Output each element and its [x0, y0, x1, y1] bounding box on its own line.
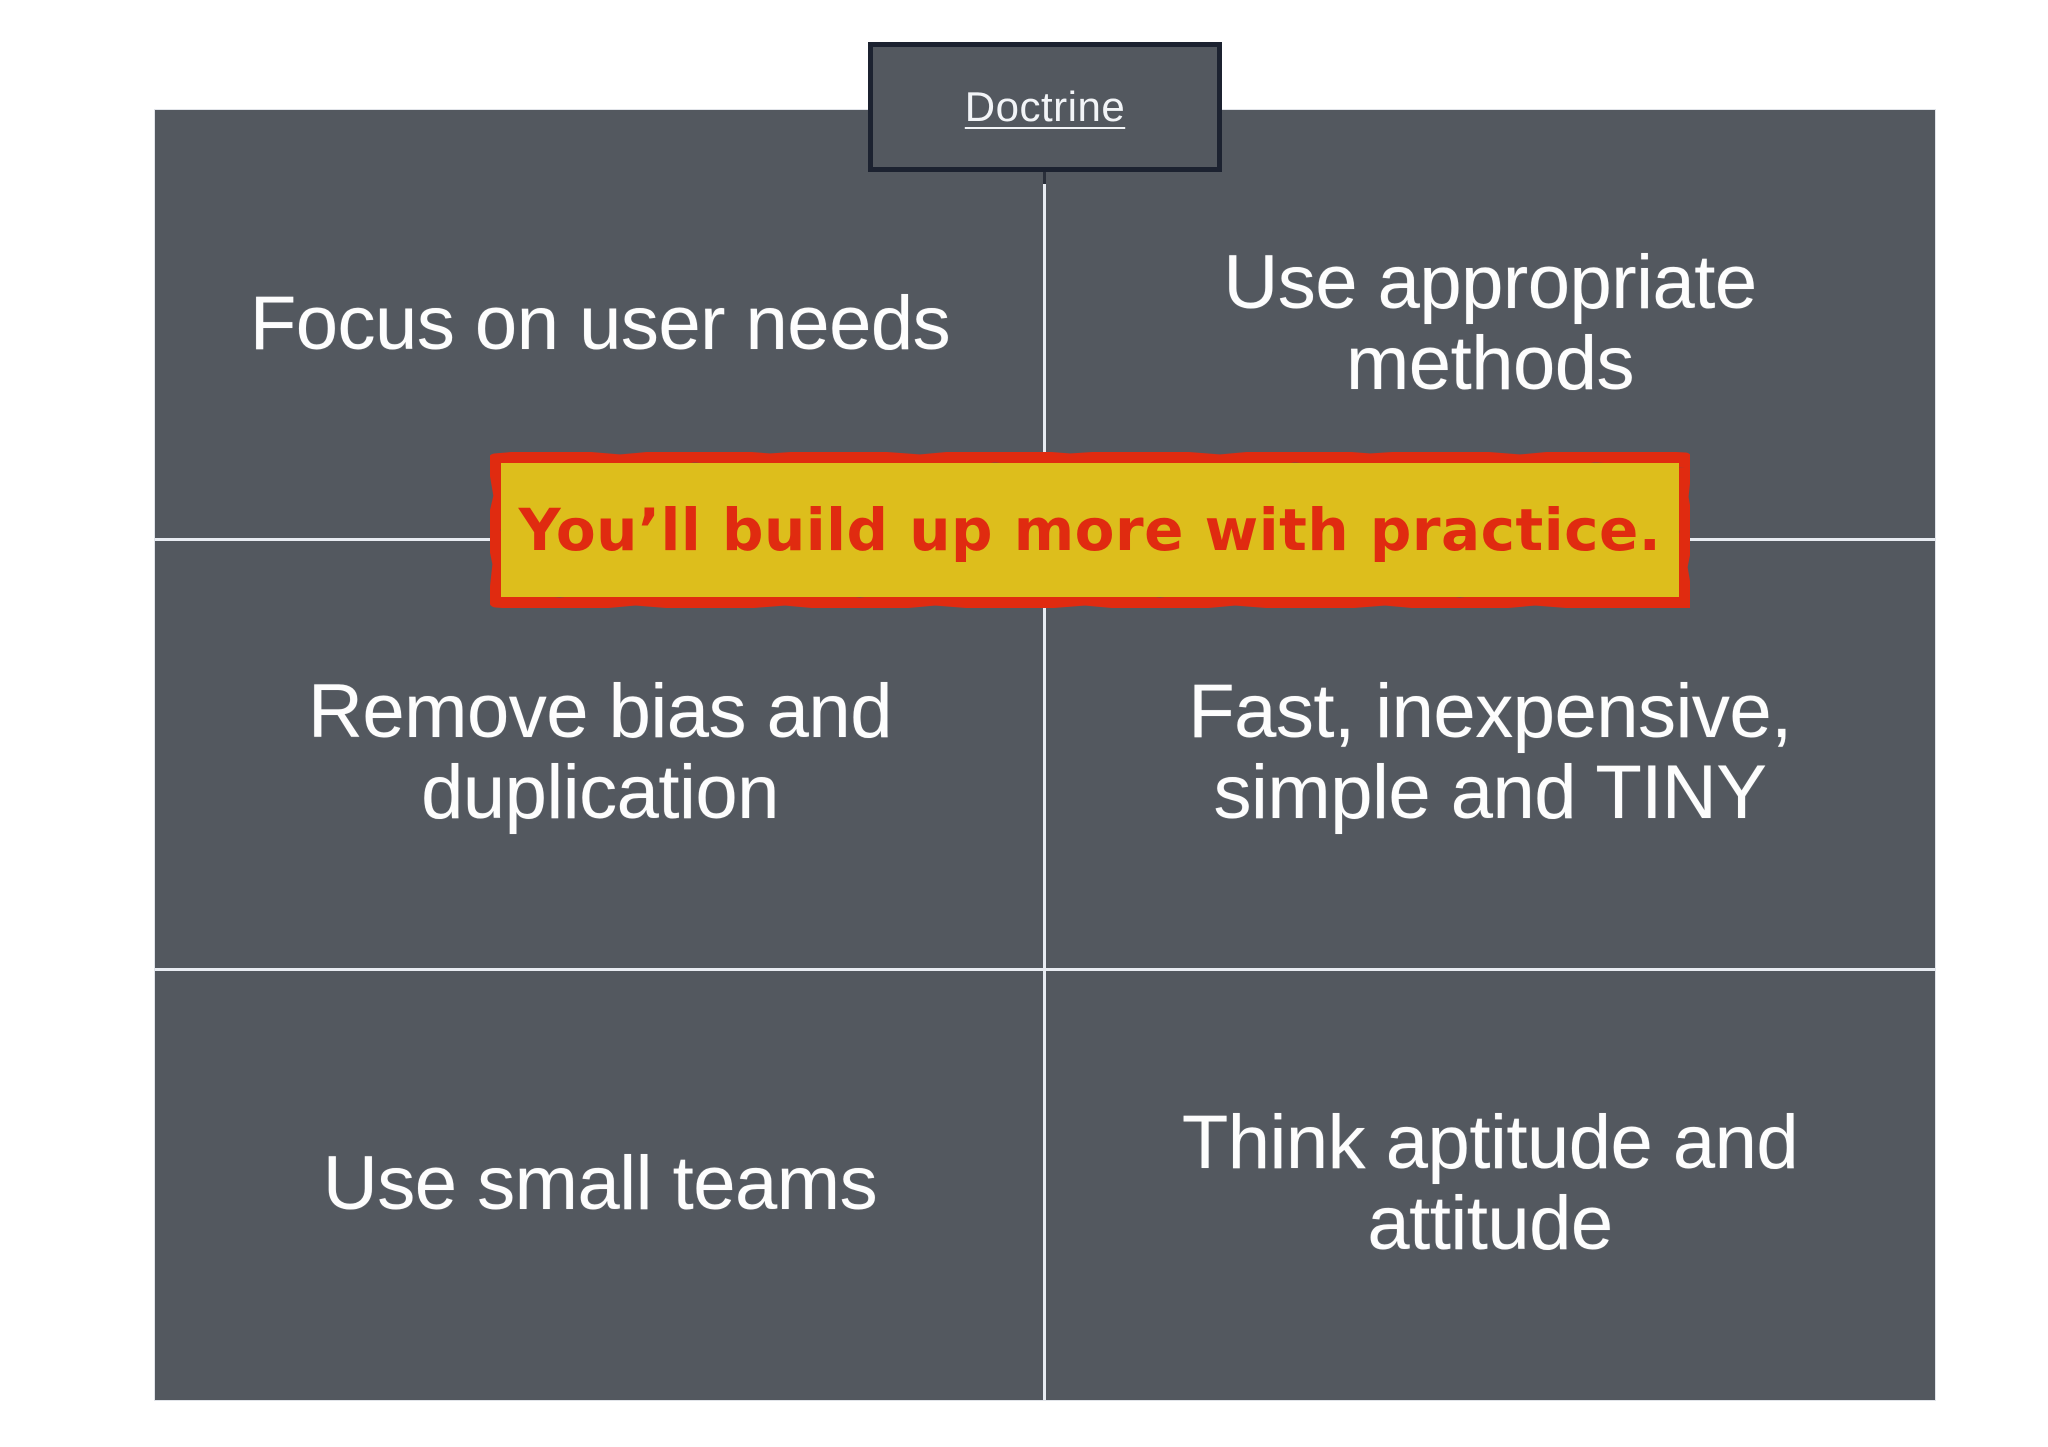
grid-cell-label: Fast, inexpensive, simple and TINY — [1188, 669, 1792, 835]
doctrine-connector-line — [1043, 170, 1046, 184]
doctrine-header-box[interactable]: Doctrine — [868, 42, 1222, 172]
grid-cell-fast-inexpensive-simple-and-tiny[interactable]: Fast, inexpensive, simple and TINY — [1045, 538, 1935, 968]
grid-cell-focus-on-user-needs[interactable]: Focus on user needs — [155, 110, 1045, 538]
grid-cell-remove-bias-and-duplication[interactable]: Remove bias and duplication — [155, 538, 1045, 968]
grid-cell-think-aptitude-and-attitude[interactable]: Think aptitude and attitude — [1045, 968, 1935, 1400]
grid-cell-use-appropriate-methods[interactable]: Use appropriate methods — [1045, 110, 1935, 538]
grid-cell-label: Think aptitude and attitude — [1181, 1100, 1799, 1266]
grid-cell-label: Use small teams — [322, 1140, 878, 1226]
callout-body: You’ll build up more with practice. — [501, 463, 1679, 597]
callout-rough-border-icon — [490, 452, 1690, 608]
doctrine-header-label: Doctrine — [964, 83, 1126, 130]
practice-callout[interactable]: You’ll build up more with practice. — [490, 452, 1690, 608]
grid-cell-label: Use appropriate methods — [1223, 240, 1757, 406]
grid-cell-label: Remove bias and duplication — [308, 669, 892, 835]
grid-cell-label: Focus on user needs — [249, 280, 951, 366]
grid-cell-use-small-teams[interactable]: Use small teams — [155, 968, 1045, 1400]
doctrine-grid: Focus on user needs Use appropriate meth… — [155, 110, 1935, 1400]
callout-text: You’ll build up more with practice. — [518, 496, 1662, 564]
